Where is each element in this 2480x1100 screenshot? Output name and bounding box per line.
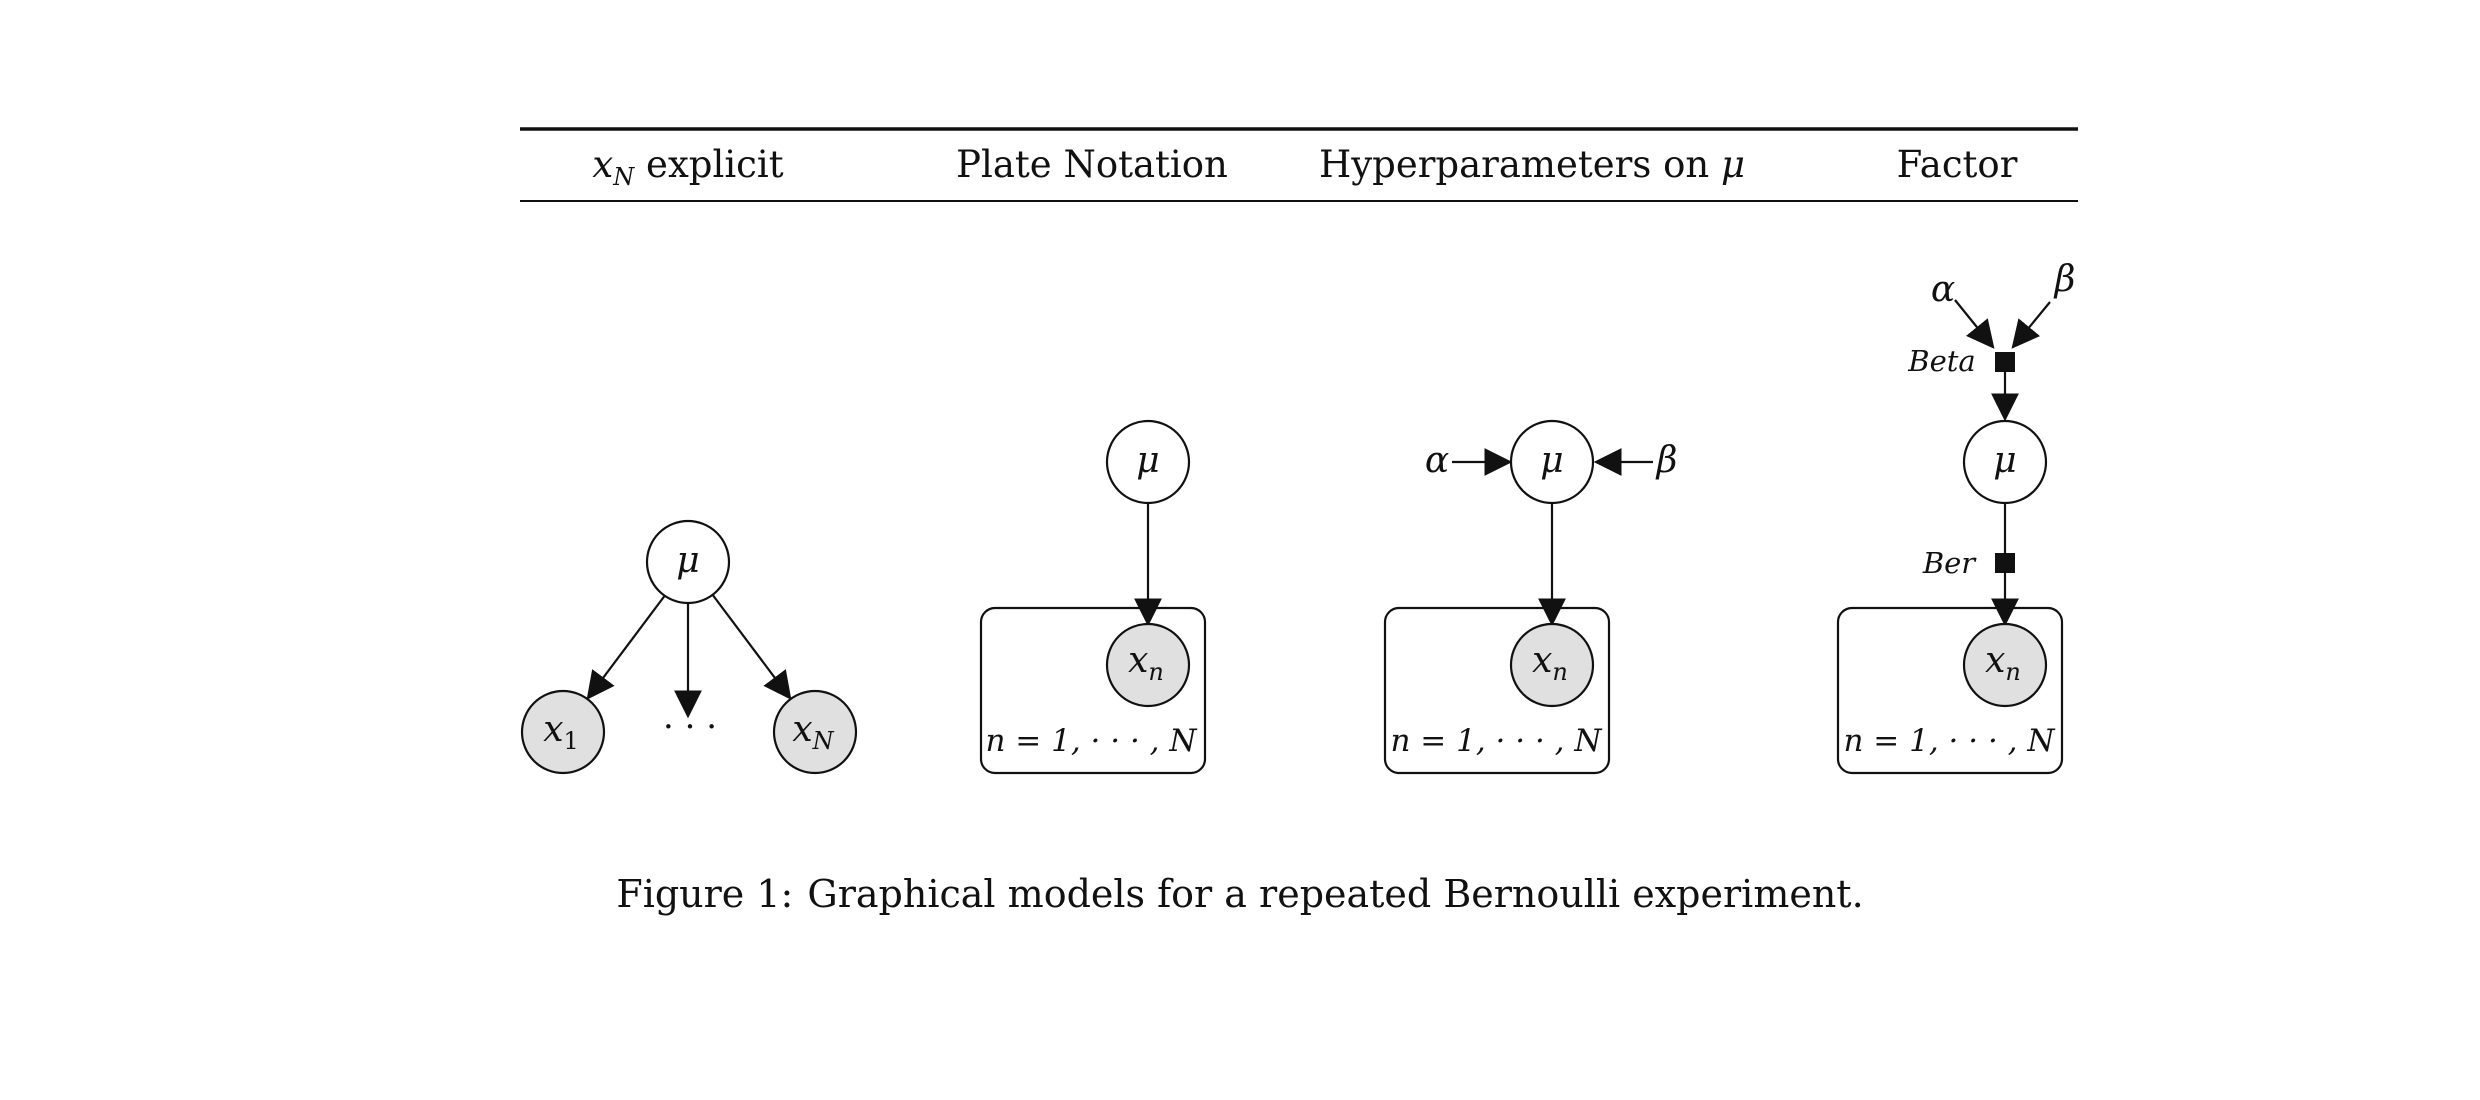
plate-box — [1836, 606, 2064, 775]
plate-box — [979, 606, 1207, 775]
header-factor: Factor — [1897, 143, 2018, 186]
dots-label: · · · — [663, 707, 717, 747]
node-xN — [772, 689, 858, 775]
node-xn-sub: n — [1148, 658, 1163, 686]
diagram-plate-notation: μ xn n = 1, · · · , N — [979, 419, 1207, 775]
node-xN-sub: N — [812, 727, 835, 755]
node-mu-label: μ — [1993, 440, 2016, 481]
beta-label: β — [2053, 259, 2076, 300]
node-x1 — [520, 689, 606, 775]
plate-label: n = 1, · · · , N — [1390, 723, 1603, 759]
plate-label: n = 1, · · · , N — [985, 723, 1198, 759]
header-xn-sub: N — [612, 163, 635, 191]
node-mu-label: μ — [1136, 440, 1159, 481]
header-xn-explicit: xN explicit — [592, 143, 783, 191]
node-x1-base: x — [543, 709, 563, 750]
header-xn-rest: explicit — [634, 143, 783, 186]
node-xn-sub: n — [2005, 658, 2020, 686]
diagram-factor: α β Beta μ Ber xn n = 1, · · · , N — [1836, 259, 2076, 775]
plate-box — [1383, 606, 1611, 775]
node-xn-base: x — [1532, 640, 1552, 681]
node-mu-label: μ — [676, 540, 699, 581]
beta-label: β — [1655, 440, 1678, 481]
node-xn-base: x — [1985, 640, 2005, 681]
ber-factor-label: Ber — [1922, 546, 1977, 580]
alpha-label: α — [1425, 440, 1449, 481]
node-mu — [1509, 419, 1595, 505]
node-xN-base: x — [792, 709, 812, 750]
header-hyperparameters-text: Hyperparameters on — [1319, 143, 1721, 186]
node-xn — [1509, 622, 1595, 708]
node-xn-sub: n — [1552, 658, 1567, 686]
diagram-explicit: μ x1 · · · xN — [520, 519, 858, 775]
header-plate-notation: Plate Notation — [956, 143, 1228, 186]
node-mu — [1105, 419, 1191, 505]
beta-factor-node — [1995, 352, 2015, 372]
edge-alpha-beta-factor — [1954, 299, 1995, 349]
beta-factor-label: Beta — [1907, 344, 1975, 378]
node-xn-label: xn — [1985, 640, 2021, 686]
header-hyperparameters: Hyperparameters on μ — [1319, 143, 1745, 186]
node-xN-label: xN — [792, 709, 834, 755]
diagram-hyperparameters: α β μ xn n = 1, · · · , N — [1383, 419, 1678, 775]
edge-mu-x1 — [586, 593, 667, 700]
node-xn-label: xn — [1128, 640, 1164, 686]
edge-mu-xN — [711, 593, 792, 700]
header-hyperparameters-mu: μ — [1721, 143, 1745, 186]
ber-factor-node — [1995, 553, 2015, 573]
node-xn — [1105, 622, 1191, 708]
plate-label: n = 1, · · · , N — [1843, 723, 2056, 759]
caption-text: Graphical models for a repeated Bernoull… — [807, 872, 1864, 916]
node-x1-label: x1 — [543, 709, 579, 755]
header-xn-base: x — [592, 143, 613, 186]
node-xn-label: xn — [1532, 640, 1568, 686]
alpha-label: α — [1931, 269, 1955, 310]
figure-caption: Figure 1: Graphical models for a repeated… — [0, 872, 2480, 916]
caption-label: Figure 1: — [616, 872, 794, 916]
edge-beta-beta-factor — [2011, 301, 2051, 349]
node-mu — [645, 519, 731, 605]
node-x1-sub: 1 — [564, 727, 579, 755]
node-xn — [1962, 622, 2048, 708]
node-mu-label: μ — [1540, 440, 1563, 481]
node-xn-base: x — [1128, 640, 1148, 681]
